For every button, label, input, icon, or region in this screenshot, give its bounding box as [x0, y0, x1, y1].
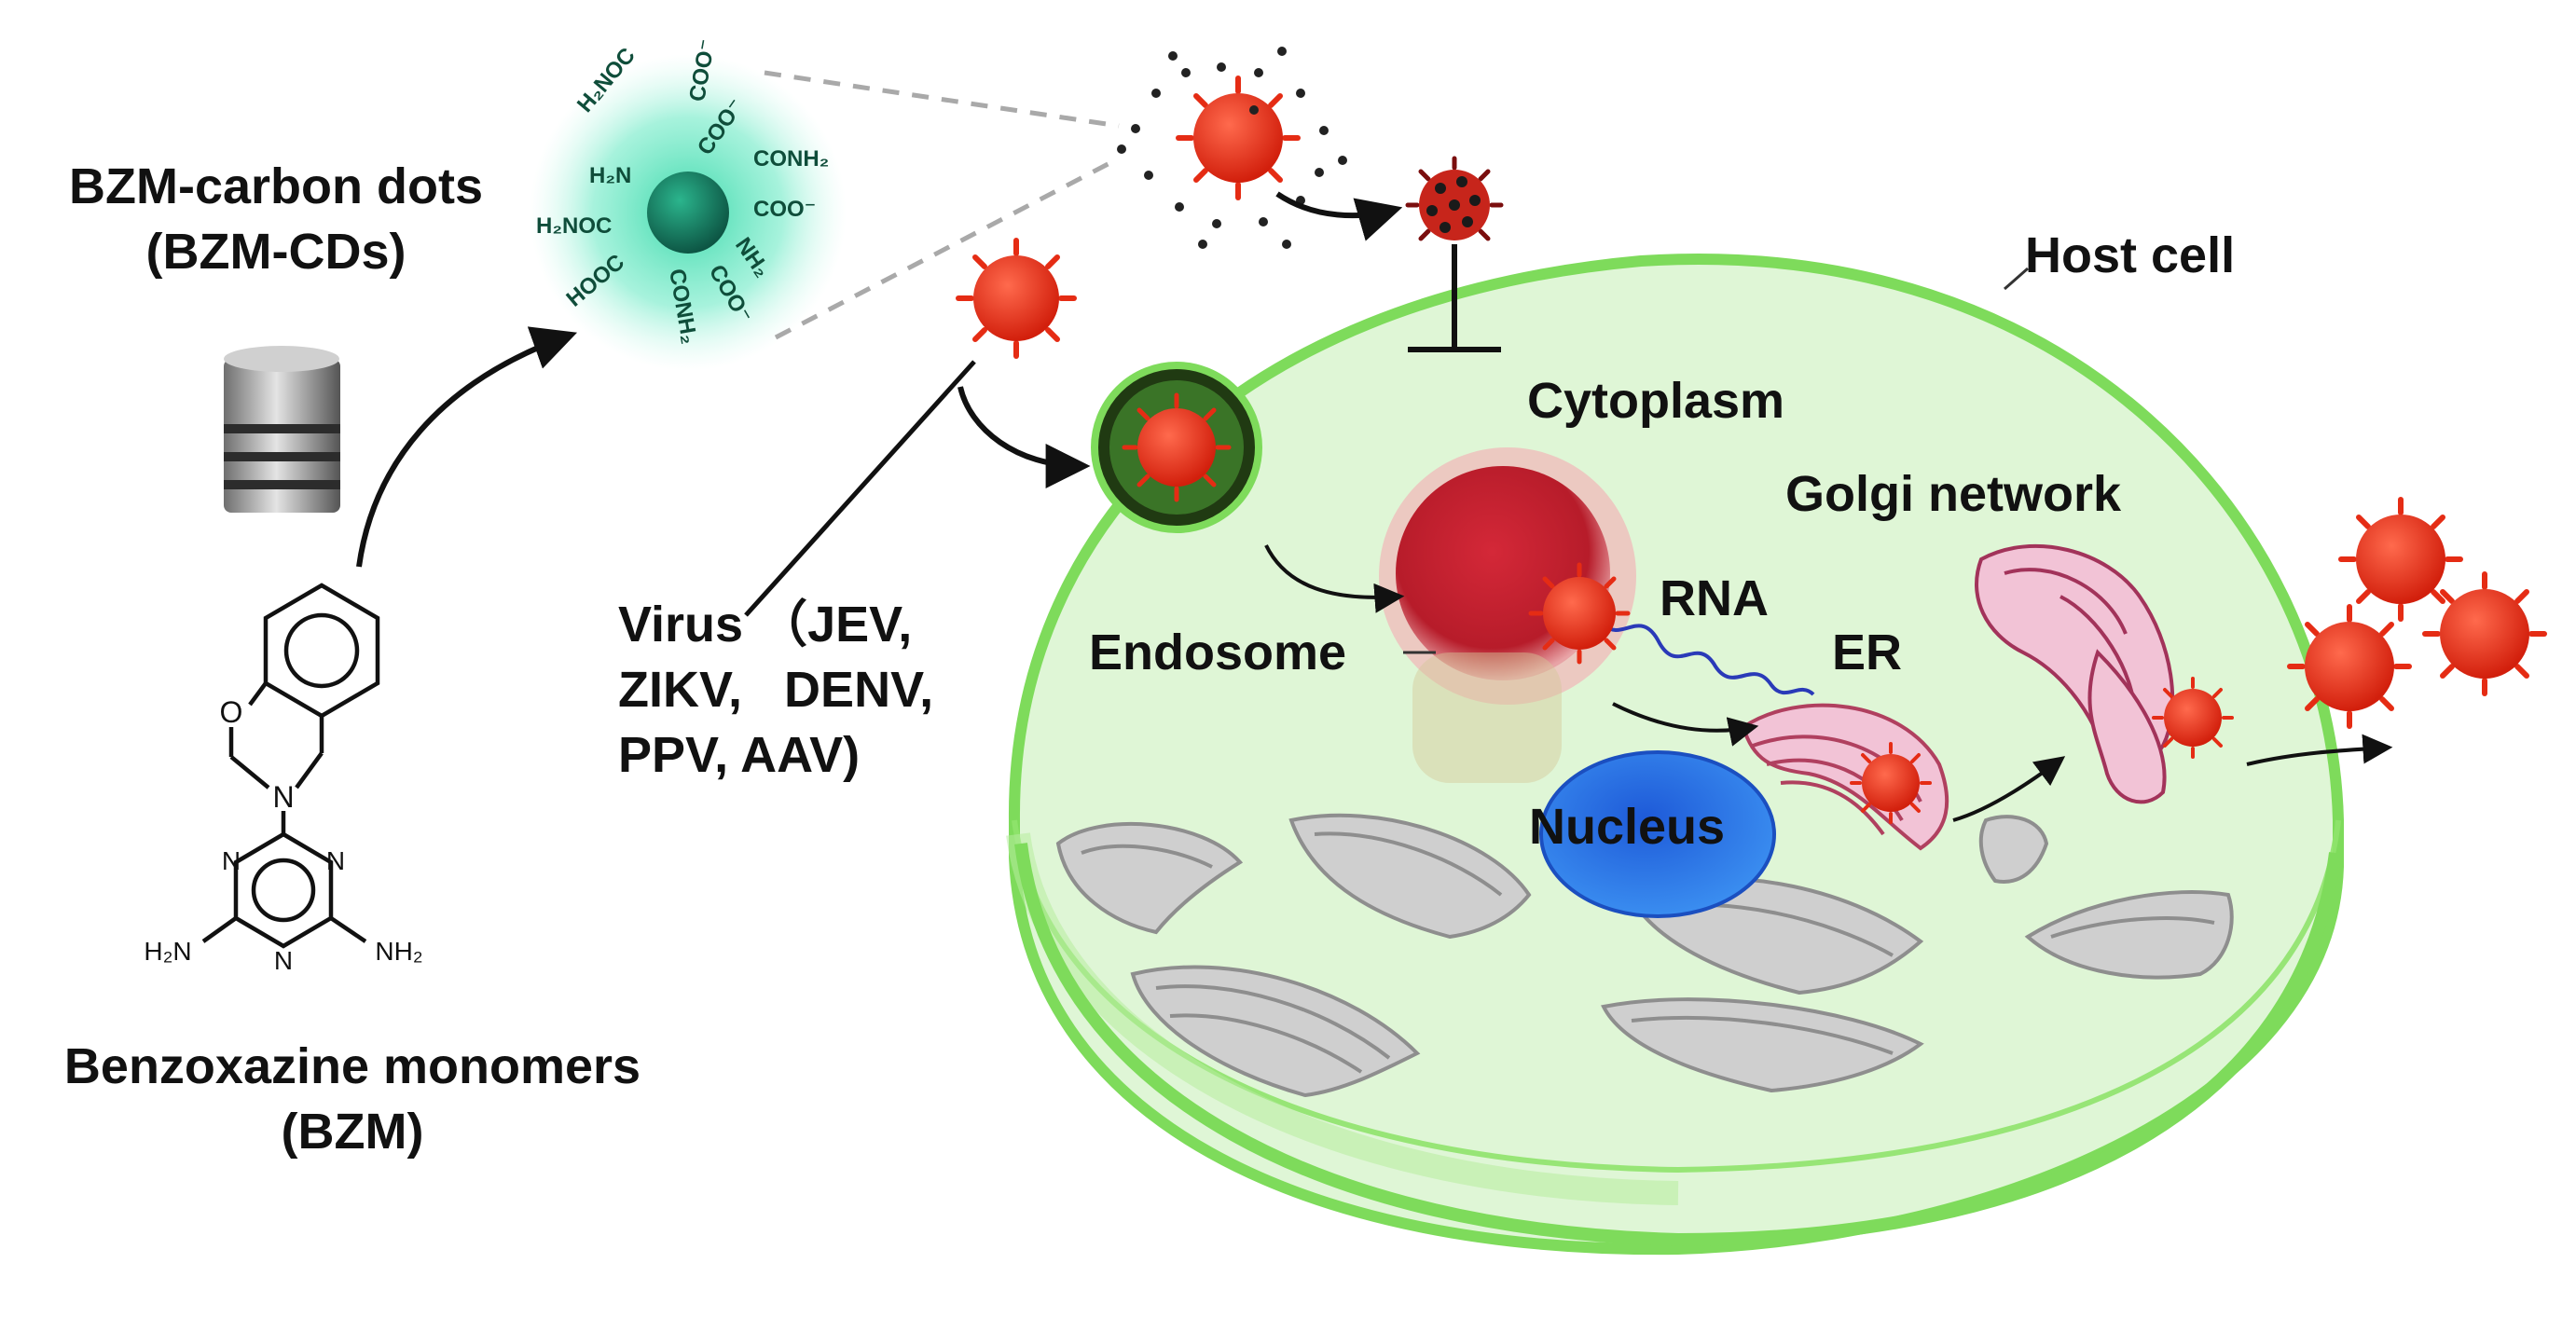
arrows [356, 191, 2393, 822]
inhibition-symbol [1408, 244, 1501, 352]
zoom-lines [764, 70, 1120, 340]
group-label: H₂NOC [536, 213, 612, 239]
mol-n-ring1: N [222, 846, 241, 875]
cytoplasm-label: Cytoplasm [1527, 373, 1784, 429]
virus-coated-dots [1176, 76, 1301, 200]
virus-er [1850, 742, 1932, 824]
virus-golgi [2152, 677, 2234, 759]
virus-released-1 [2338, 497, 2463, 622]
group-label: CONH₂ [753, 146, 829, 172]
golgi-network [1975, 543, 2175, 804]
group-label: H₂N [589, 163, 631, 188]
virus-released-2 [2287, 604, 2412, 729]
bzm-title: Benzoxazine monomers [64, 1038, 641, 1094]
virus-released-3 [2422, 571, 2547, 696]
rna-strand [1602, 623, 1815, 696]
mol-nh2-right: NH₂ [375, 937, 422, 966]
nucleus-label: Nucleus [1529, 799, 1725, 855]
nucleus [1539, 750, 1776, 918]
virus-label-line2: ZIKV, DENV, [618, 662, 933, 718]
mol-n: N [272, 780, 294, 814]
virus-label-line3: PPV, AAV) [618, 727, 860, 783]
virus-pointer-line [744, 360, 976, 617]
virus-blocked [1405, 156, 1504, 241]
virus-particles [956, 47, 2547, 824]
bzm-abbrev: (BZM) [282, 1104, 424, 1160]
virus-label-line1: Virus （JEV, [618, 597, 912, 652]
host-cell-leader [2004, 267, 2029, 291]
er-label: ER [1832, 625, 1902, 680]
dot-scatter [1117, 47, 1347, 249]
vial-icon [224, 346, 340, 513]
virus-free [956, 238, 1077, 359]
host-cell-label: Host cell [2025, 227, 2235, 283]
mol-n-ring2: N [326, 846, 345, 875]
carbon-dot [530, 54, 847, 371]
rna-label: RNA [1660, 570, 1769, 626]
endosome-label: Endosome [1089, 625, 1346, 680]
bzm-cds-abbrev: (BZM-CDs) [146, 224, 406, 280]
bzm-cds-title: BZM-carbon dots [69, 158, 483, 214]
bzm-molecule [201, 583, 380, 949]
mol-n-ring3: N [274, 946, 293, 975]
virus-endosome [1528, 562, 1631, 665]
mol-o: O [220, 695, 243, 729]
group-label: COO⁻ [753, 197, 816, 222]
mol-nh2-left: H₂N [144, 937, 191, 966]
golgi-label: Golgi network [1785, 466, 2122, 522]
virus-in-pit [1122, 392, 1232, 502]
